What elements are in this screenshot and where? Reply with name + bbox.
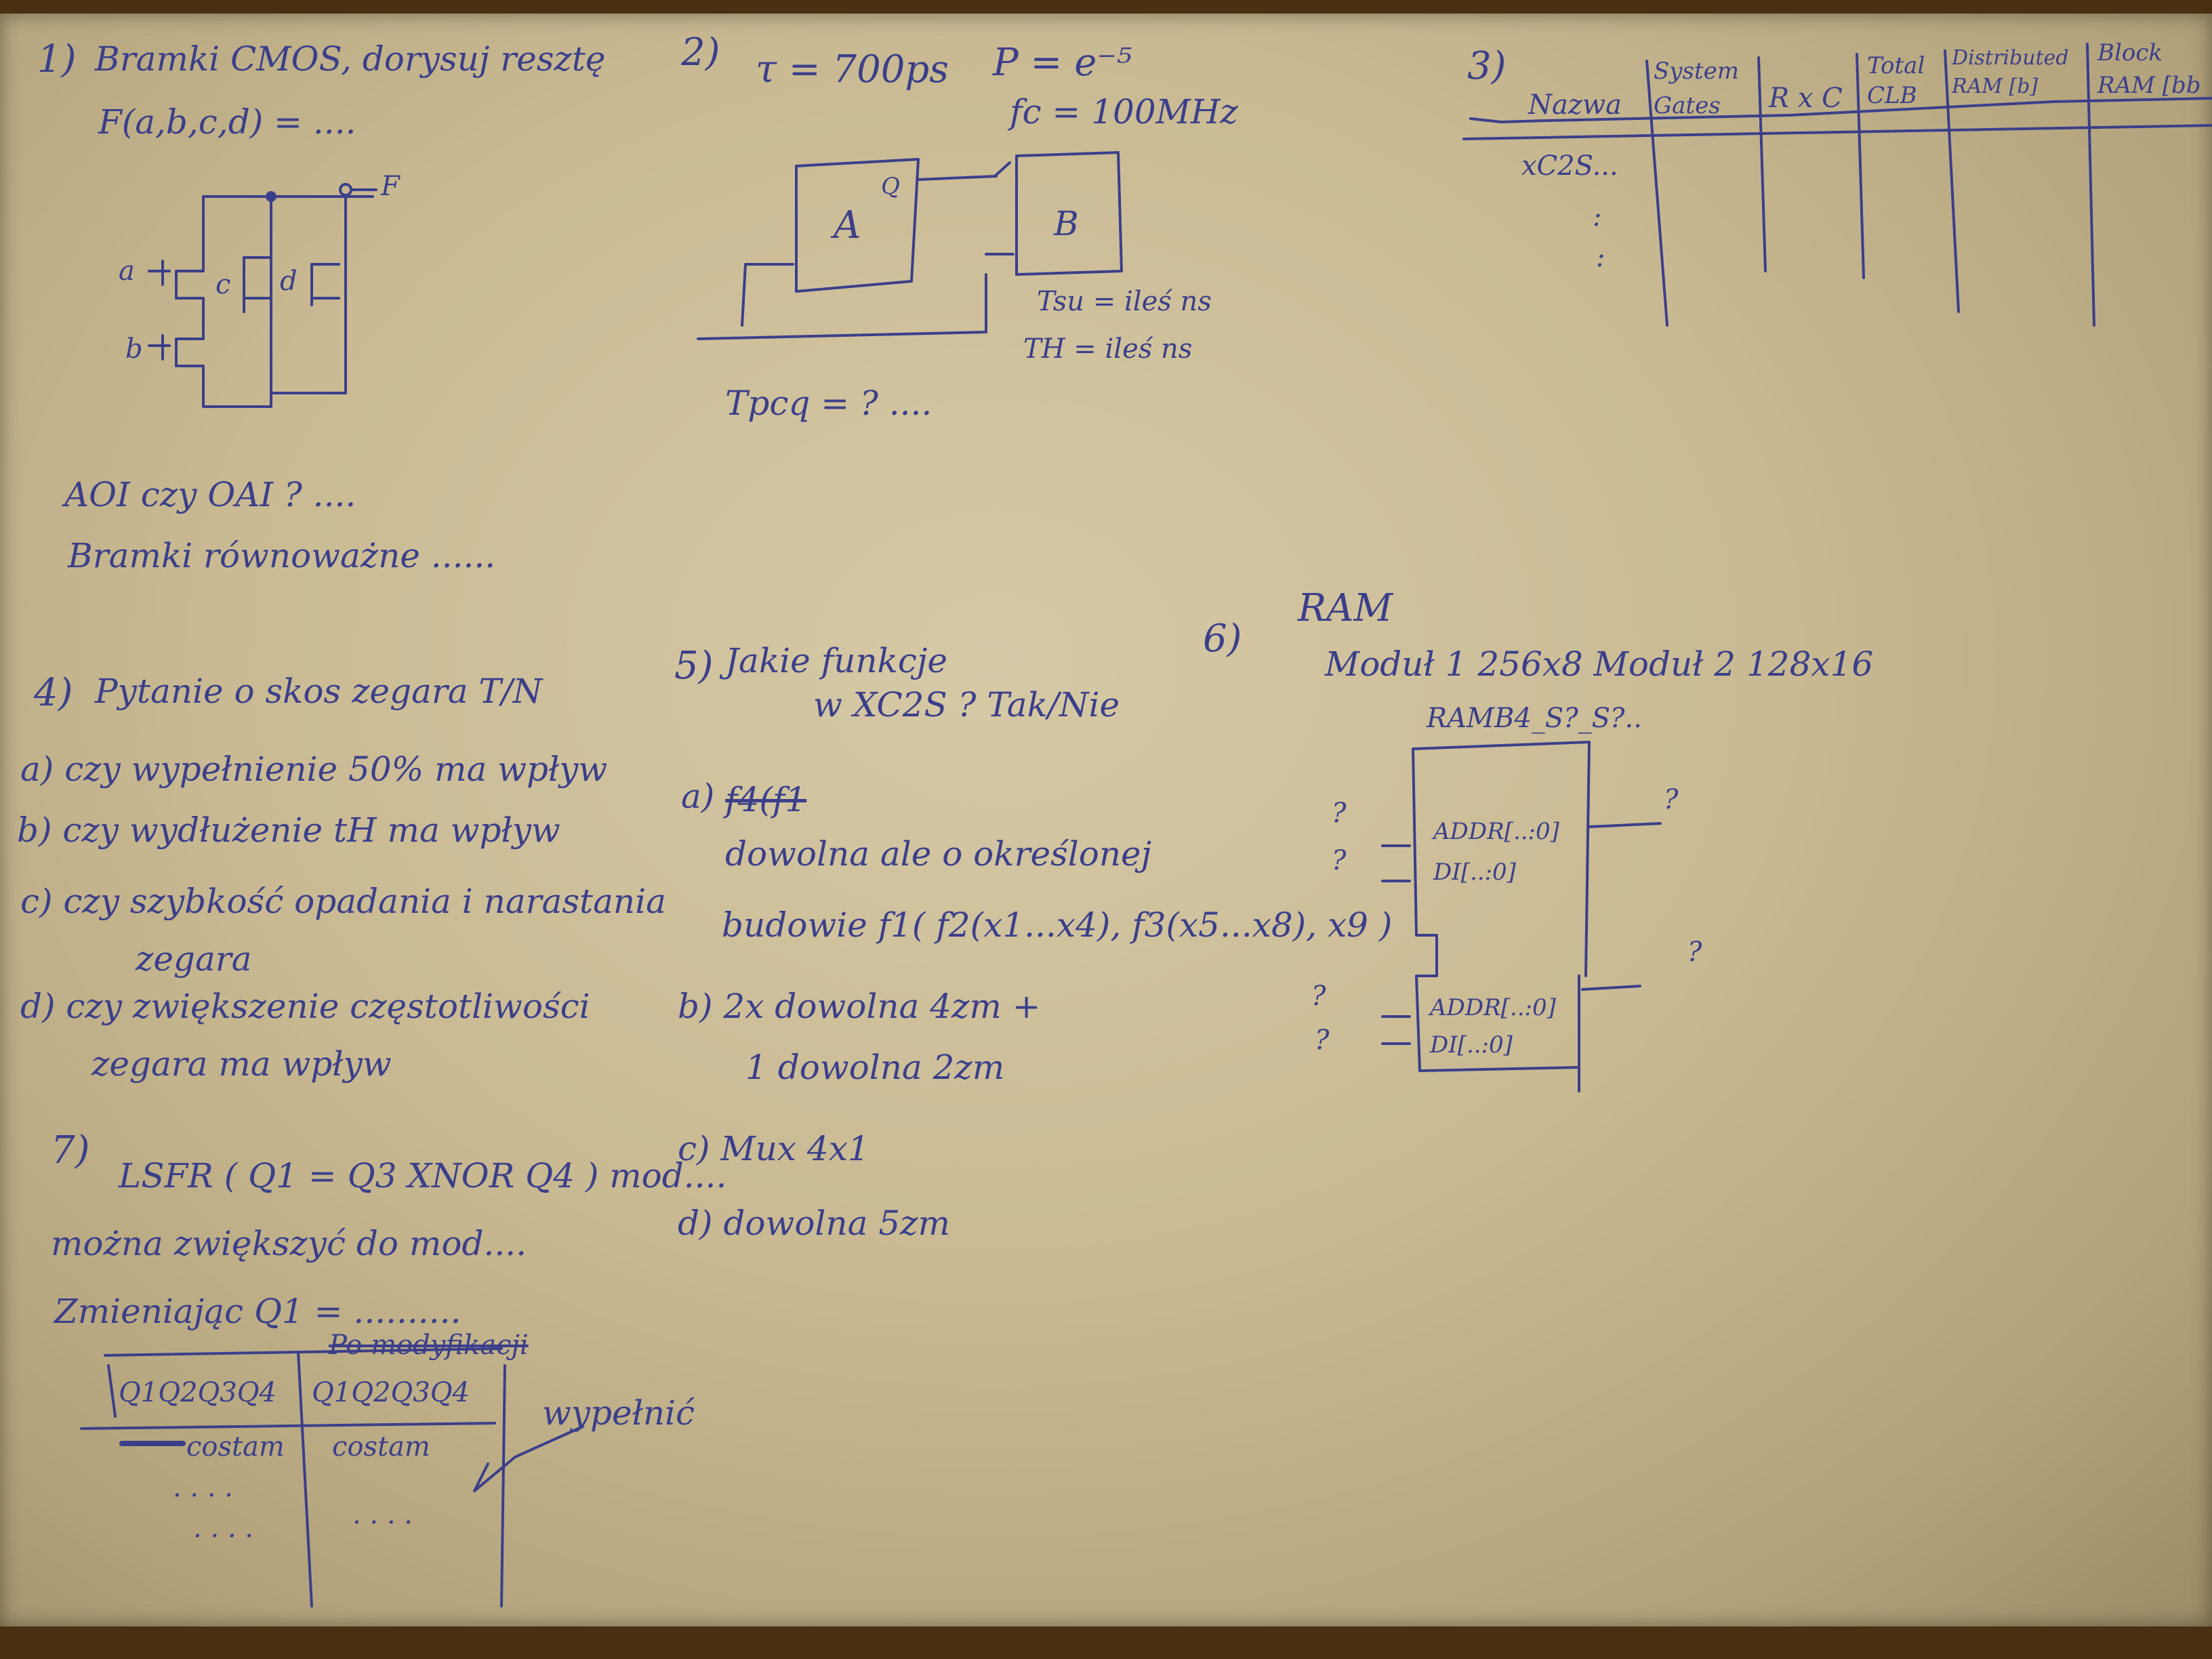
cmos-input-a: a — [119, 255, 135, 287]
table-header-block-ram: Block RAM [bb — [2097, 39, 2201, 99]
block-a-label: A — [834, 203, 861, 247]
table-header-name: Nazwa — [1528, 89, 1622, 121]
section-4-item-c: c) czy szybkość opadania i narastania — [20, 882, 666, 921]
ram-component-name: RAMB4_S?_S?.. — [1427, 703, 1642, 734]
paper-sheet — [0, 14, 2212, 1626]
port-b-addr: ADDR[..:0] — [1430, 994, 1556, 1021]
tpcq-question: Tpcq = ? .... — [725, 384, 933, 423]
cmos-gate-diagram — [149, 184, 376, 407]
equivalent-gates: Bramki równoważne ...... — [68, 536, 496, 575]
probability-value: P = e⁻⁵ — [993, 41, 1132, 85]
fpga-table-grid — [1464, 44, 2212, 325]
hold-time: TH = ileś ns — [1023, 333, 1193, 365]
table-header-system-gates: System Gates — [1654, 58, 1739, 119]
option-b-line-1: b) 2x dowolna 4zm + — [678, 987, 1041, 1026]
port-a-addr: ADDR[..:0] — [1433, 818, 1559, 845]
lfsr-definition: LSFR ( Q1 = Q3 XNOR Q4 ) mod.... — [119, 1156, 727, 1195]
timing-blocks-diagram — [698, 152, 1122, 339]
table-row-dots-1: : — [1593, 201, 1602, 232]
lfsr-table-grid — [81, 1349, 583, 1606]
section-4-title: Pytanie o skos zegara T/N — [95, 672, 543, 711]
block-a-q-label: Q — [881, 173, 900, 200]
fill-in-note: wypełnić — [542, 1393, 695, 1433]
section-4-item-a: a) czy wypełnienie 50% ma wpływ — [20, 750, 608, 789]
option-b-line-2: 1 dowolna 2zm — [745, 1048, 1005, 1087]
port-a-di: DI[..:0] — [1433, 859, 1516, 886]
option-d-line: d) dowolna 5zm — [678, 1204, 950, 1243]
option-a-struck: f4(f1 — [725, 780, 807, 819]
option-a-line-2: budowie f1( f2(x1...x4), f3(x5...x8), x9… — [722, 905, 1393, 945]
setup-time: Tsu = ileś ns — [1037, 286, 1212, 317]
after-modification-label: Po modyfikacji — [329, 1330, 529, 1361]
cmos-input-b: b — [125, 333, 143, 365]
table-header-rxc: R x C — [1769, 83, 1843, 114]
section-1-function: F(a,b,c,d) = .... — [98, 102, 356, 142]
section-5-number: 5) — [674, 644, 714, 688]
option-a-label: a) — [681, 777, 715, 816]
section-4-item-b: b) czy wydłużenie tH ma wpływ — [17, 811, 560, 850]
lfsr-table-dots-2: . . . . — [352, 1499, 413, 1530]
port-a-addr-question: ? — [1332, 798, 1347, 829]
section-4-number: 4) — [34, 671, 73, 715]
port-b-di: DI[..:0] — [1430, 1031, 1513, 1059]
cmos-output-f: F — [381, 171, 400, 202]
table-header-total-clb: Total CLB — [1867, 52, 1925, 110]
table-header-distributed-ram: Distributed RAM [b] — [1952, 46, 2069, 98]
section-5-subtitle: w XC2S ? Tak/Nie — [813, 685, 1120, 724]
lfsr-table-dots-1: . . . . — [173, 1472, 234, 1503]
section-4-item-d-cont: zegara ma wpływ — [91, 1044, 392, 1084]
cmos-input-d: d — [280, 266, 298, 297]
clock-frequency: fc = 100MHz — [1010, 92, 1238, 131]
section-2-number: 2) — [681, 30, 720, 75]
section-5-title: Jakie funkcje — [725, 641, 947, 680]
aoi-oai-question: AOI czy OAI ? .... — [64, 475, 356, 514]
section-7-number: 7) — [51, 1128, 90, 1172]
section-4-item-d: d) czy zwiększenie częstotliwości — [20, 987, 590, 1026]
option-c-line: c) Mux 4x1 — [678, 1129, 869, 1168]
section-1-number: 1) — [37, 37, 77, 81]
ram-modules: Moduł 1 256x8 Moduł 2 128x16 — [1325, 644, 1874, 684]
lfsr-table-header-2: Q1Q2Q3Q4 — [312, 1377, 470, 1408]
section-1-title: Bramki CMOS, dorysuj resztę — [95, 39, 606, 79]
tau-value: τ = 700ps — [756, 47, 949, 91]
lfsr-change: Zmieniając Q1 = .......... — [54, 1292, 462, 1331]
port-b-addr-question: ? — [1311, 981, 1326, 1012]
port-b-di-question: ? — [1315, 1025, 1330, 1056]
table-row-dots-2: : — [1596, 242, 1605, 273]
block-b-label: B — [1054, 204, 1079, 243]
table-row-xc2s: xC2S... — [1521, 150, 1618, 182]
ram-block-diagram — [1382, 742, 1660, 1091]
section-4-item-c-cont: zegara — [136, 939, 252, 979]
lfsr-table-cell-2: costam — [332, 1431, 430, 1462]
port-b-output-question: ? — [1687, 937, 1702, 968]
lfsr-table-cell-1: costam — [186, 1431, 285, 1462]
section-6-number: 6) — [1203, 617, 1242, 661]
lfsr-extend: można zwiększyć do mod.... — [51, 1224, 527, 1263]
section-3-number: 3) — [1467, 44, 1507, 88]
option-a-line-1: dowolna ale o określonej — [725, 834, 1152, 874]
lfsr-table-header-1: Q1Q2Q3Q4 — [119, 1377, 276, 1408]
port-a-output-question: ? — [1664, 784, 1679, 815]
cmos-input-c: c — [216, 269, 231, 300]
lfsr-table-dots-3: . . . . — [193, 1513, 254, 1544]
section-6-title: RAM — [1298, 586, 1393, 630]
port-a-di-question: ? — [1332, 845, 1347, 876]
